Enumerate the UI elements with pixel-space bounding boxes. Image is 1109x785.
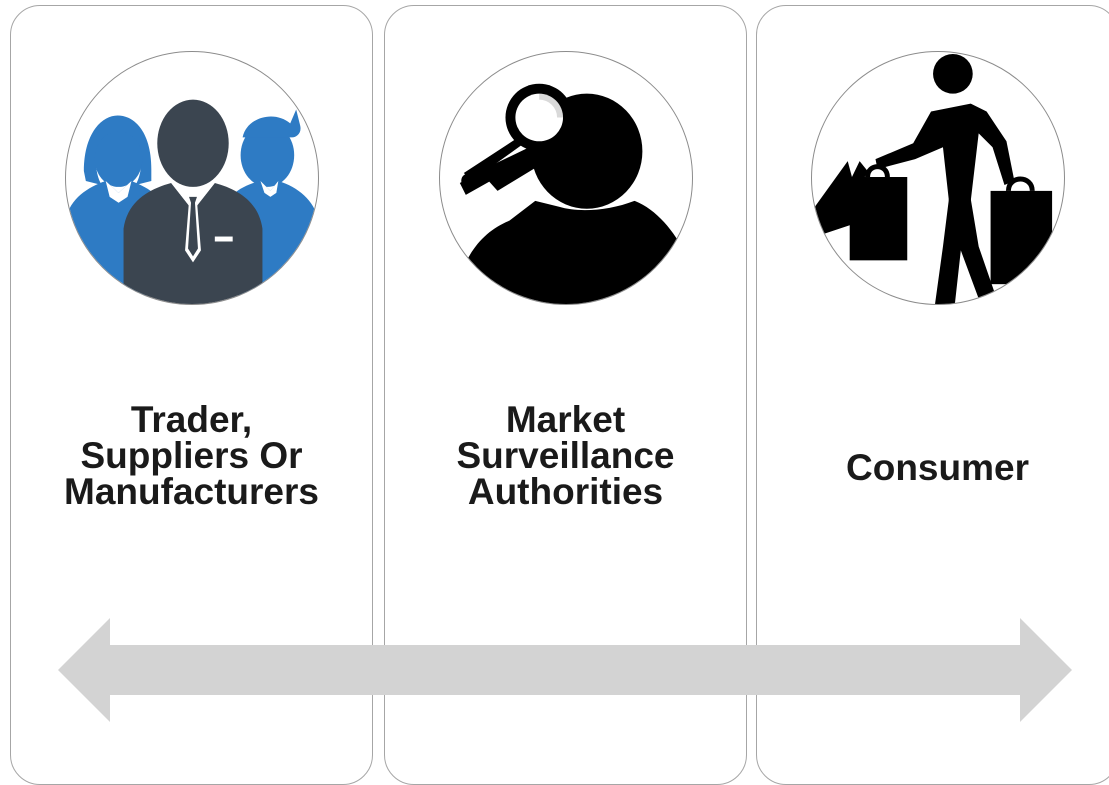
panel-consumer: Consumer xyxy=(756,5,1109,785)
label-line: Market xyxy=(505,399,626,440)
label-line: Consumer xyxy=(846,447,1029,488)
label-line: Suppliers Or xyxy=(80,435,303,476)
label-line: Authorities xyxy=(467,471,664,512)
label-trader: Trader, Suppliers Or Manufacturers xyxy=(11,399,372,512)
label-line: Surveillance xyxy=(456,435,675,476)
magnifying-glass-inspector-icon xyxy=(439,51,693,305)
label-line: Trader, xyxy=(130,399,253,440)
label-line: Manufacturers xyxy=(64,471,319,512)
panel-trader: Trader, Suppliers Or Manufacturers xyxy=(10,5,373,785)
label-consumer: Consumer xyxy=(757,447,1109,488)
business-people-icon xyxy=(65,51,319,305)
panel-market-surveillance: Market Surveillance Authorities xyxy=(384,5,747,785)
label-market-surveillance: Market Surveillance Authorities xyxy=(385,399,746,512)
shopper-with-bags-icon xyxy=(811,51,1065,305)
